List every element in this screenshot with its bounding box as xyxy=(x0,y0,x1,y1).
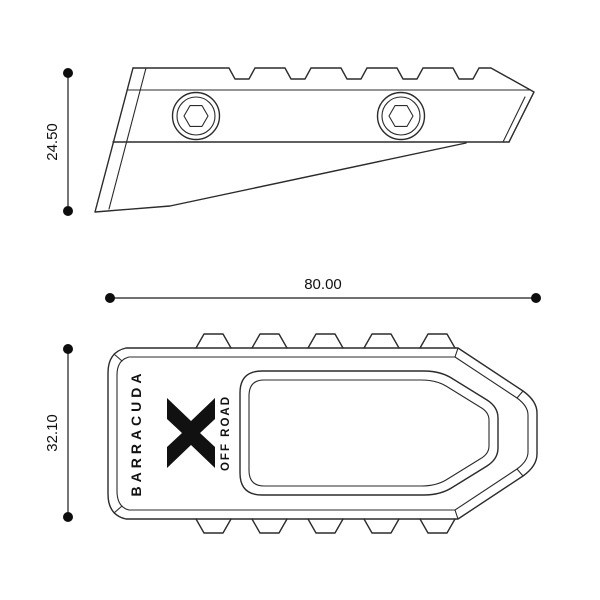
bolt-inner-circle xyxy=(176,96,216,136)
side-view-left-inner-line xyxy=(108,67,147,210)
dimension-label-side-height: 24.50 xyxy=(44,123,61,161)
plan-view-bottom-teeth xyxy=(195,518,456,534)
plan-view: BARRACUDA OFF ROAD 80.00 32.10 xyxy=(44,276,541,534)
side-profile-view: 24.50 xyxy=(44,67,535,216)
bolt-hex-socket xyxy=(183,105,209,127)
dimension-dot-bottom xyxy=(63,206,73,216)
dimension-dot-left xyxy=(105,293,115,303)
dimension-label-plan-width: 80.00 xyxy=(304,276,342,293)
tooth xyxy=(363,333,400,349)
dimension-side-height: 24.50 xyxy=(44,68,73,216)
plan-view-corner-ticks xyxy=(113,347,524,520)
tooth xyxy=(307,518,344,534)
tooth xyxy=(251,333,288,349)
center-opening-outer xyxy=(239,370,499,496)
side-view-tip-bevel-line xyxy=(502,96,526,143)
plan-view-outer-outline xyxy=(107,347,538,520)
brand-text-off-road: OFF ROAD xyxy=(220,395,232,471)
tooth xyxy=(307,333,344,349)
dimension-dot-top xyxy=(63,68,73,78)
bolt-hole-right xyxy=(376,91,426,141)
dimension-label-plan-height: 32.10 xyxy=(44,414,61,452)
dimension-dot-bottom xyxy=(63,512,73,522)
plan-view-top-teeth xyxy=(195,333,456,349)
bolt-outer-circle xyxy=(376,91,426,141)
tooth xyxy=(419,518,456,534)
side-view-left-edge-and-web xyxy=(94,67,467,213)
dimension-plan-height: 32.10 xyxy=(44,344,73,522)
tooth xyxy=(195,518,232,534)
corner-tick xyxy=(454,509,459,520)
bolt-hole-left xyxy=(171,91,221,141)
corner-tick xyxy=(113,505,123,514)
bolt-outer-circle xyxy=(171,91,221,141)
brand-text-barracuda: BARRACUDA xyxy=(128,370,144,497)
tooth xyxy=(419,333,456,349)
center-opening-inner xyxy=(248,379,490,487)
bolt-inner-circle xyxy=(381,96,421,136)
side-view-serrated-top-edge xyxy=(132,67,535,143)
corner-tick xyxy=(516,390,524,399)
corner-tick xyxy=(516,468,524,477)
corner-tick xyxy=(454,347,459,358)
tooth xyxy=(251,518,288,534)
dimension-dot-top xyxy=(63,344,73,354)
dimension-plan-width: 80.00 xyxy=(105,276,541,303)
tooth xyxy=(195,333,232,349)
dimension-dot-right xyxy=(531,293,541,303)
bolt-hex-socket xyxy=(388,105,414,127)
tooth xyxy=(363,518,400,534)
barracuda-x-logo xyxy=(167,398,215,468)
corner-tick xyxy=(113,353,123,362)
